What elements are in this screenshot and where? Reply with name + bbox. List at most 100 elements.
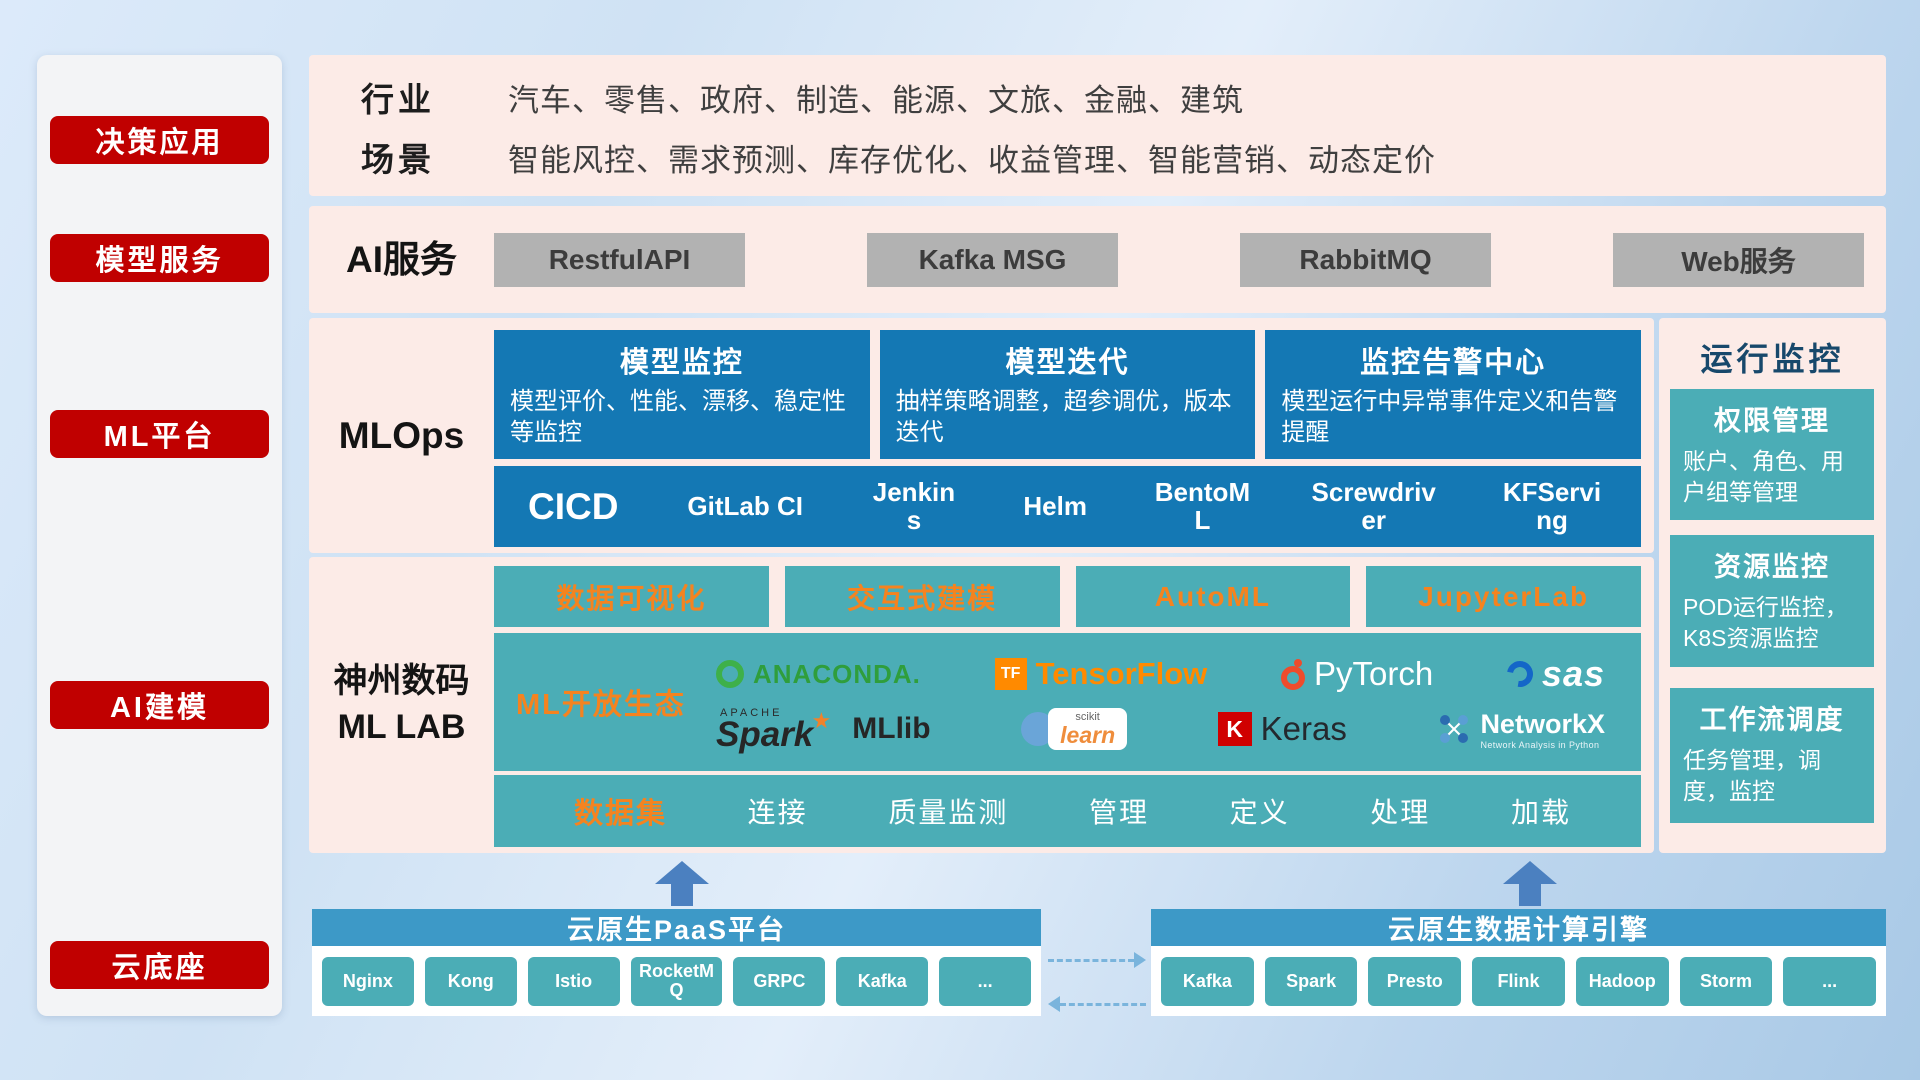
chip-rocketmq[interactable]: RocketMQ xyxy=(630,956,723,1006)
card-desc: 账户、角色、用户组等管理 xyxy=(1683,448,1844,506)
networkx-text: NetworkX xyxy=(1480,708,1605,739)
ml-lab-label-line2: ML LAB xyxy=(337,708,466,746)
pytorch-text: PyTorch xyxy=(1313,655,1434,693)
card-title: 权限管理 xyxy=(1714,406,1830,436)
card-permission-management: 权限管理 账户、角色、用户组等管理 xyxy=(1670,389,1874,520)
ml-ecosystem-box: ML开放生态 ANACONDA. TF TensorFlow PyTorch xyxy=(494,633,1641,771)
dashed-arrow-right-icon xyxy=(1048,952,1146,968)
mllib-text: MLlib xyxy=(852,712,931,745)
service-web[interactable]: Web服务 xyxy=(1613,232,1864,287)
chip-more[interactable]: ... xyxy=(1783,956,1877,1006)
pytorch-logo: PyTorch xyxy=(1280,655,1434,693)
keras-logo: K Keras xyxy=(1217,710,1347,748)
tool-interactive-modeling[interactable]: 交互式建模 xyxy=(784,566,1060,627)
card-model-monitoring: 模型监控 模型评价、性能、漂移、稳定性等监控 xyxy=(494,330,870,459)
sidebar-item-model-service[interactable]: 模型服务 xyxy=(50,234,269,282)
chip-kafka[interactable]: Kafka xyxy=(836,956,929,1006)
service-restfulapi[interactable]: RestfulAPI xyxy=(494,232,745,287)
spark-text: Spark★ xyxy=(716,710,831,752)
dashed-arrow-left-icon xyxy=(1048,996,1146,1012)
dataset-item-connect: 连接 xyxy=(747,797,808,828)
ai-service-panel: AI服务 RestfulAPI Kafka MSG RabbitMQ Web服务 xyxy=(309,206,1886,313)
spark-mllib-logo: APACHE Spark★ MLlib xyxy=(716,707,931,752)
up-arrow-icon xyxy=(655,861,709,906)
chip-presto[interactable]: Presto xyxy=(1368,956,1462,1006)
industry-text: 汽车、零售、政府、制造、能源、文旅、金融、建筑 xyxy=(508,82,1244,118)
dataset-item-quality: 质量监测 xyxy=(888,797,1009,828)
sas-icon xyxy=(1501,656,1539,693)
sidebar-item-cloud-base[interactable]: 云底座 xyxy=(50,941,269,989)
ml-lab-panel: 神州数码 ML LAB 数据可视化 交互式建模 AutoML JupyterLa… xyxy=(309,557,1654,853)
cicd-bar: CICD GitLab CI Jenkins Helm BentoML Scre… xyxy=(494,466,1641,547)
service-kafka-msg[interactable]: Kafka MSG xyxy=(867,232,1118,287)
anaconda-text: ANACONDA. xyxy=(753,658,921,689)
mlops-panel: MLOps 模型监控 模型评价、性能、漂移、稳定性等监控 模型迭代 抽样策略调整… xyxy=(309,318,1654,553)
tool-data-visualization[interactable]: 数据可视化 xyxy=(494,566,769,627)
chip-grpc[interactable]: GRPC xyxy=(733,956,826,1006)
arrow-head xyxy=(1503,861,1557,884)
tool-screwdriver: Screwdriver xyxy=(1311,477,1436,535)
tool-kfserving: KFServing xyxy=(1502,477,1602,535)
chip-spark[interactable]: Spark xyxy=(1264,956,1358,1006)
mlops-label: MLOps xyxy=(338,414,465,456)
industry-label: 行业 xyxy=(361,81,435,118)
keras-text: Keras xyxy=(1260,710,1347,747)
networkx-subtitle: Network Analysis in Python xyxy=(1480,739,1600,750)
scikit-text: scikit xyxy=(1075,711,1100,724)
networkx-stack: NetworkX Network Analysis in Python xyxy=(1480,709,1605,750)
chip-istio[interactable]: Istio xyxy=(527,956,620,1006)
spark-word: Spark xyxy=(716,715,814,755)
dataset-item-process: 处理 xyxy=(1370,797,1431,828)
scikit-learn-logo: scikit learn xyxy=(1021,708,1128,750)
chip-flink[interactable]: Flink xyxy=(1472,956,1565,1006)
ml-ecosystem-logos: ANACONDA. TF TensorFlow PyTorch sas xyxy=(702,653,1619,752)
sidebar-item-ml-platform[interactable]: ML平台 xyxy=(50,410,269,458)
networkx-logo: NetworkX Network Analysis in Python xyxy=(1437,709,1605,750)
dash-arrowhead xyxy=(1134,952,1146,968)
scenario-text: 智能风控、需求预测、库存优化、收益管理、智能营销、动态定价 xyxy=(508,142,1436,178)
tool-jupyterlab[interactable]: JupyterLab xyxy=(1366,566,1641,627)
ml-lab-label-line1: 神州数码 xyxy=(333,662,470,701)
learn-text: learn xyxy=(1060,721,1116,748)
scenario-label: 场景 xyxy=(361,141,435,178)
anaconda-logo: ANACONDA. xyxy=(716,659,921,690)
chip-kong[interactable]: Kong xyxy=(424,956,517,1006)
dataset-label: 数据集 xyxy=(574,798,668,830)
dataset-item-load: 加载 xyxy=(1510,797,1571,828)
ml-ecosystem-label: ML开放生态 xyxy=(516,689,686,721)
ai-service-label: AI服务 xyxy=(346,238,457,280)
tensorflow-logo: TF TensorFlow xyxy=(994,656,1208,692)
tool-automl[interactable]: AutoML xyxy=(1075,566,1351,627)
chip-nginx[interactable]: Nginx xyxy=(322,956,414,1006)
tensorflow-text: TensorFlow xyxy=(1035,656,1208,692)
card-desc: POD运行监控，K8S资源监控 xyxy=(1683,594,1848,652)
sidebar-item-ai-modeling[interactable]: AI建模 xyxy=(50,681,269,729)
card-resource-monitoring: 资源监控 POD运行监控，K8S资源监控 xyxy=(1670,535,1874,667)
mlops-cards: 模型监控 模型评价、性能、漂移、稳定性等监控 模型迭代 抽样策略调整，超参调优，… xyxy=(494,330,1642,459)
spark-star-icon: ★ xyxy=(811,708,832,734)
chip-hadoop[interactable]: Hadoop xyxy=(1575,956,1669,1006)
spark-stack: APACHE Spark★ xyxy=(716,707,831,752)
card-title: 模型监控 xyxy=(619,347,744,379)
dash-line xyxy=(1060,1002,1146,1006)
ml-lab-label: 神州数码 ML LAB xyxy=(309,557,494,853)
chip-storm[interactable]: Storm xyxy=(1679,956,1773,1006)
card-desc: 任务管理，调度，监控 xyxy=(1683,747,1821,805)
chip-kafka[interactable]: Kafka xyxy=(1161,956,1254,1006)
tool-gitlab-ci: GitLab CI xyxy=(687,490,803,521)
anaconda-icon xyxy=(716,660,744,689)
logo-row-2: APACHE Spark★ MLlib scikit learn K xyxy=(702,707,1619,752)
service-rabbitmq[interactable]: RabbitMQ xyxy=(1240,232,1491,287)
chip-more[interactable]: ... xyxy=(939,956,1032,1006)
tensorflow-icon: TF xyxy=(994,658,1027,691)
card-alert-center: 监控告警中心 模型运行中异常事件定义和告警提醒 xyxy=(1265,330,1642,459)
sidebar-item-decision-app[interactable]: 决策应用 xyxy=(50,116,269,164)
card-workflow-scheduling: 工作流调度 任务管理，调度，监控 xyxy=(1670,688,1874,823)
dataset-item-manage: 管理 xyxy=(1088,797,1149,828)
cicd-label: CICD xyxy=(528,485,619,527)
up-arrow-icon xyxy=(1503,861,1557,906)
card-title: 模型迭代 xyxy=(1005,347,1130,379)
dash-arrowhead xyxy=(1048,996,1060,1012)
arrow-head xyxy=(655,861,709,884)
